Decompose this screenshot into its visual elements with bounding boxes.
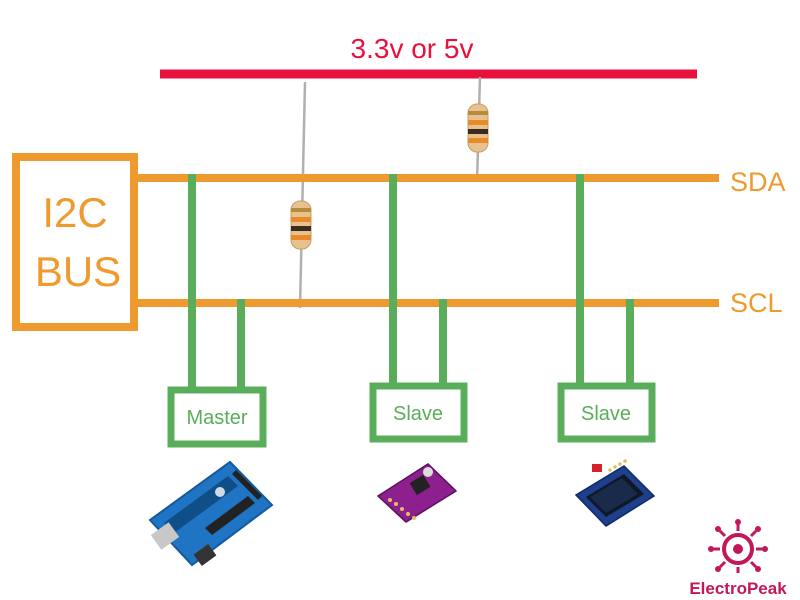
slave-device-box-2	[557, 382, 656, 443]
sensor-module-board	[376, 463, 458, 523]
scl-label: SCL	[730, 288, 783, 318]
sda-label: SDA	[730, 167, 786, 197]
oled-display-board	[574, 459, 656, 527]
arduino-uno-board	[148, 460, 274, 567]
slave-device-label-1: Slave	[393, 403, 443, 425]
slave-device-label-2: Slave	[581, 403, 631, 425]
electropeak-logo-icon	[708, 519, 768, 573]
pull-up-resistor-scl	[290, 200, 312, 250]
pull-up-resistor-sda	[467, 103, 489, 153]
i2c-bus-title-line2: BUS	[35, 248, 121, 295]
supply-voltage-label: 3.3v or 5v	[351, 33, 474, 64]
master-device-label: Master	[186, 407, 247, 429]
device-wires	[188, 174, 634, 392]
master-device-box	[167, 386, 267, 448]
i2c-bus-box	[12, 153, 138, 331]
slave-device-box-1	[369, 382, 468, 443]
electropeak-logo-text: ElectroPeak	[689, 579, 787, 598]
i2c-bus-title-line1: I2C	[42, 189, 107, 236]
